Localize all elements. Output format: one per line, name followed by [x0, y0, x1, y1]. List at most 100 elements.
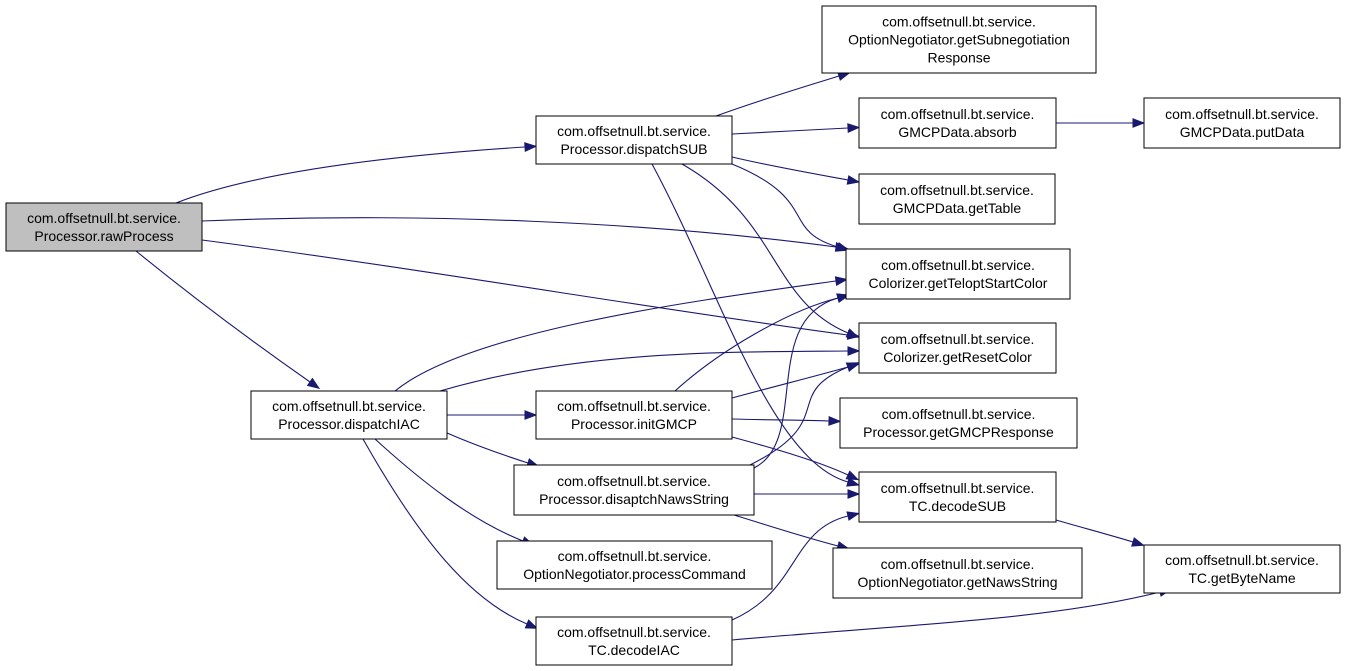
- node-label-line: GMCPData.getTable: [893, 200, 1022, 216]
- edge-dispatchSUB-to-getTable: [731, 156, 861, 185]
- node-box[interactable]: [839, 397, 1078, 449]
- edge-line: [1055, 519, 1134, 543]
- node-box[interactable]: [821, 5, 1097, 74]
- edge-initGMCP-to-getTeloptStartColor: [674, 293, 851, 392]
- node-label-line: com.offsetnull.bt.service.: [27, 210, 181, 226]
- edge-line: [749, 366, 849, 466]
- node-processCommand[interactable]: com.offsetnull.bt.service. OptionNegotiat…: [496, 540, 773, 590]
- node-box[interactable]: [535, 390, 733, 440]
- edge-arrowhead: [847, 346, 861, 356]
- node-label-line: com.offsetnull.bt.service.: [881, 331, 1035, 347]
- edge-absorb-to-putData: [1056, 118, 1146, 128]
- edge-line: [175, 146, 526, 204]
- node-rawProcess[interactable]: com.offsetnull.bt.service. Processor.rawP…: [5, 202, 203, 252]
- edge-arrowhead: [524, 619, 539, 629]
- node-getByteName[interactable]: com.offsetnull.bt.service.TC.getByteName: [1143, 544, 1341, 594]
- edge-line: [731, 127, 849, 135]
- node-box[interactable]: [250, 390, 448, 440]
- edge-decodeSUB-to-getByteName: [1055, 519, 1145, 547]
- node-label-line: Colorizer.getTeloptStartColor: [869, 275, 1048, 291]
- edge-line: [374, 438, 524, 542]
- edge-arrowhead: [847, 123, 861, 133]
- edge-line: [733, 514, 839, 547]
- node-box[interactable]: [858, 322, 1057, 374]
- edge-decodeIAC-to-decodeSUB: [731, 511, 861, 621]
- node-dispatchSUB[interactable]: com.offsetnull.bt.service.Processor.disp…: [535, 115, 733, 165]
- node-box[interactable]: [845, 248, 1071, 300]
- edge-line: [731, 436, 849, 476]
- node-label-line: Colorizer.getResetColor: [883, 349, 1032, 365]
- edge-arrowhead: [847, 489, 861, 499]
- node-dispatchIAC[interactable]: com.offsetnull.bt.service. Processor.disp…: [250, 390, 448, 440]
- node-getSubnegotiationResponse[interactable]: com.offsetnull.bt.service.OptionNegotiat…: [821, 5, 1097, 74]
- edge-dispatchSUB-to-decodeSUB: [651, 163, 860, 487]
- node-getGMCPResponse[interactable]: com.offsetnull.bt.service. Processor.getG…: [839, 397, 1078, 449]
- node-box[interactable]: [535, 115, 733, 165]
- edge-line: [651, 163, 849, 483]
- node-box[interactable]: [858, 471, 1057, 523]
- edge-line: [731, 591, 1161, 641]
- edge-dispatchSUB-to-getResetColor: [681, 163, 860, 338]
- edge-disaptchNawsString-to-decodeSUB: [754, 489, 861, 499]
- node-box[interactable]: [535, 616, 733, 666]
- edge-arrowhead: [1132, 118, 1146, 128]
- node-box[interactable]: [1143, 544, 1341, 594]
- node-box[interactable]: [5, 202, 203, 252]
- node-label-line: com.offsetnull.bt.service.: [557, 398, 711, 414]
- edge-line: [681, 163, 849, 334]
- edge-dispatchIAC-to-disaptchNawsString: [446, 432, 540, 468]
- node-label-line: com.offsetnull.bt.service.: [882, 14, 1036, 30]
- node-label-line: Processor.getGMCPResponse: [863, 424, 1054, 440]
- node-box[interactable]: [496, 540, 773, 590]
- edge-rawProcess-to-getResetColor: [201, 239, 861, 340]
- node-label-line: com.offsetnull.bt.service.: [272, 398, 426, 414]
- edge-line: [446, 432, 529, 464]
- node-label-line: com.offsetnull.bt.service.: [882, 406, 1036, 422]
- edge-line: [439, 350, 849, 392]
- edge-dispatchIAC-to-decodeIAC: [362, 438, 539, 629]
- node-label-line: OptionNegotiator.getNawsString: [858, 574, 1058, 590]
- node-getTeloptStartColor[interactable]: com.offsetnull.bt.service. Colorizer.getT…: [845, 248, 1071, 300]
- edge-rawProcess-to-dispatchIAC: [135, 250, 321, 390]
- edge-arrowhead: [1131, 537, 1145, 547]
- node-label-line: OptionNegotiator.processCommand: [523, 566, 746, 582]
- node-box[interactable]: [1143, 97, 1341, 149]
- node-getResetColor[interactable]: com.offsetnull.bt.service. Colorizer.getR…: [858, 322, 1057, 374]
- node-initGMCP[interactable]: com.offsetnull.bt.service. Processor.init…: [535, 390, 733, 440]
- edge-arrowhead: [846, 511, 861, 521]
- edge-line: [201, 239, 849, 336]
- node-disaptchNawsString[interactable]: com.offsetnull.bt.service.Processor.disa…: [513, 464, 755, 516]
- edge-dispatchSUB-to-absorb: [731, 123, 861, 135]
- node-label-line: com.offsetnull.bt.service.: [1165, 106, 1319, 122]
- edge-initGMCP-to-decodeSUB: [731, 436, 860, 481]
- node-label-line: com.offsetnull.bt.service.: [558, 548, 712, 564]
- edge-dispatchSUB-to-getSubnegotiationResponse: [715, 71, 851, 117]
- call-graph-nodes: com.offsetnull.bt.service. Processor.rawP…: [5, 5, 1341, 666]
- node-box[interactable]: [858, 173, 1056, 225]
- edge-arrowhead: [524, 142, 538, 152]
- node-decodeSUB[interactable]: com.offsetnull.bt.service.TC.decodeSUB: [858, 471, 1057, 523]
- edge-line: [731, 515, 849, 621]
- edge-dispatchIAC-to-getResetColor: [439, 346, 861, 392]
- node-label-line: Response: [927, 50, 990, 66]
- node-label-line: com.offsetnull.bt.service.: [881, 480, 1035, 496]
- node-putData[interactable]: com.offsetnull.bt.service.GMCPData.putDa…: [1143, 97, 1341, 149]
- node-label-line: Processor.dispatchIAC: [278, 416, 420, 432]
- edge-line: [731, 156, 849, 181]
- node-decodeIAC[interactable]: com.offsetnull.bt.service.TC.decodeIAC: [535, 616, 733, 666]
- node-box[interactable]: [858, 97, 1057, 149]
- node-box[interactable]: [513, 464, 755, 516]
- node-label-line: TC.getByteName: [1188, 570, 1296, 586]
- edge-line: [731, 418, 830, 422]
- node-label-line: com.offsetnull.bt.service.: [880, 182, 1034, 198]
- edge-disaptchNawsString-to-getTeloptStartColor: [753, 293, 850, 469]
- node-label-line: com.offsetnull.bt.service.: [557, 473, 711, 489]
- node-label-line: com.offsetnull.bt.service.: [881, 257, 1035, 273]
- node-box[interactable]: [832, 547, 1083, 599]
- node-label-line: Processor.dispatchSUB: [560, 141, 707, 157]
- node-getNawsString[interactable]: com.offsetnull.bt.service.OptionNegotiat…: [832, 547, 1083, 599]
- node-getTable[interactable]: com.offsetnull.bt.service. GMCPData.getTa…: [858, 173, 1056, 225]
- node-absorb[interactable]: com.offsetnull.bt.service.GMCPData.absor…: [858, 97, 1057, 149]
- node-label-line: Processor.initGMCP: [571, 416, 697, 432]
- node-label-line: Processor.rawProcess: [34, 228, 173, 244]
